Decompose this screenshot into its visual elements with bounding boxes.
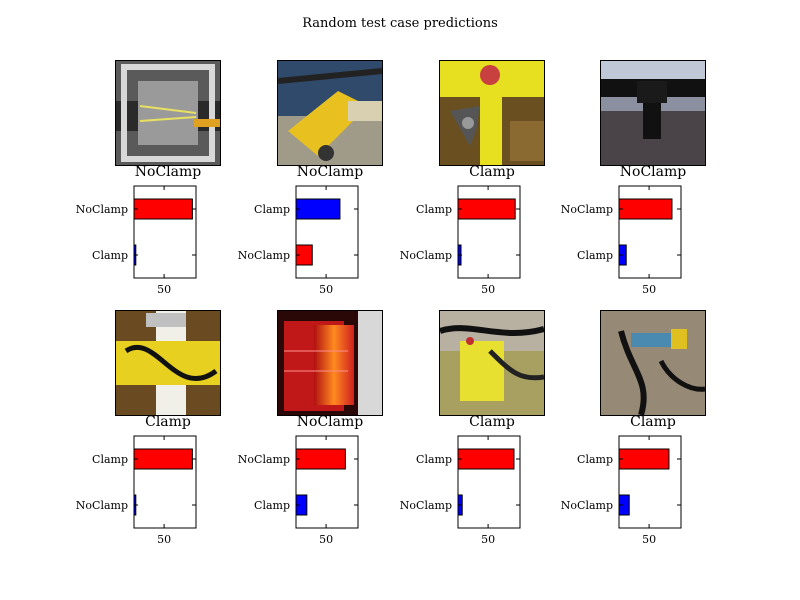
x-tick-label: 50	[642, 533, 656, 546]
y-tick-label: Clamp	[416, 203, 452, 216]
axes-frame	[133, 185, 197, 279]
x-tick-label: 50	[481, 283, 495, 296]
y-tick-label: Clamp	[577, 249, 613, 262]
x-tick-label: 50	[157, 533, 171, 546]
x-tick-label: 50	[481, 533, 495, 546]
test-image	[277, 310, 383, 416]
test-image	[439, 310, 545, 416]
axes-frame	[133, 435, 197, 529]
bar-noclamp	[618, 198, 673, 220]
axes-frame	[618, 435, 682, 529]
x-tick-label: 50	[642, 283, 656, 296]
axes-frame	[618, 185, 682, 279]
test-image	[277, 60, 383, 166]
y-tick-label: NoClamp	[76, 499, 128, 512]
y-tick-label: NoClamp	[76, 203, 128, 216]
x-tick-label: 50	[319, 533, 333, 546]
y-tick-label: NoClamp	[238, 249, 290, 262]
axes-frame	[295, 435, 359, 529]
predicted-label: Clamp	[469, 414, 515, 430]
y-tick-label: NoClamp	[400, 499, 452, 512]
axes-frame	[295, 185, 359, 279]
y-tick-label: NoClamp	[238, 453, 290, 466]
test-image	[439, 60, 545, 166]
figure-title: Random test case predictions	[302, 16, 498, 31]
x-tick-label: 50	[319, 283, 333, 296]
y-tick-label: Clamp	[92, 453, 128, 466]
bar-clamp	[618, 448, 670, 470]
y-tick-label: NoClamp	[561, 203, 613, 216]
predicted-label: NoClamp	[619, 164, 687, 180]
y-tick-label: Clamp	[254, 499, 290, 512]
predicted-label: NoClamp	[296, 164, 364, 180]
test-image	[115, 310, 221, 416]
axes-frame	[457, 185, 521, 279]
y-tick-label: Clamp	[254, 203, 290, 216]
predicted-label: NoClamp	[134, 164, 202, 180]
predicted-label: NoClamp	[296, 414, 364, 430]
y-tick-label: NoClamp	[400, 249, 452, 262]
predicted-label: Clamp	[145, 414, 191, 430]
test-image	[600, 310, 706, 416]
y-tick-label: Clamp	[92, 249, 128, 262]
y-tick-label: NoClamp	[561, 499, 613, 512]
predicted-label: Clamp	[630, 414, 676, 430]
predicted-label: Clamp	[469, 164, 515, 180]
test-image	[600, 60, 706, 166]
bar-clamp	[295, 198, 341, 220]
x-tick-label: 50	[157, 283, 171, 296]
y-tick-label: Clamp	[577, 453, 613, 466]
axes-frame	[457, 435, 521, 529]
y-tick-label: Clamp	[416, 453, 452, 466]
test-image	[115, 60, 221, 166]
